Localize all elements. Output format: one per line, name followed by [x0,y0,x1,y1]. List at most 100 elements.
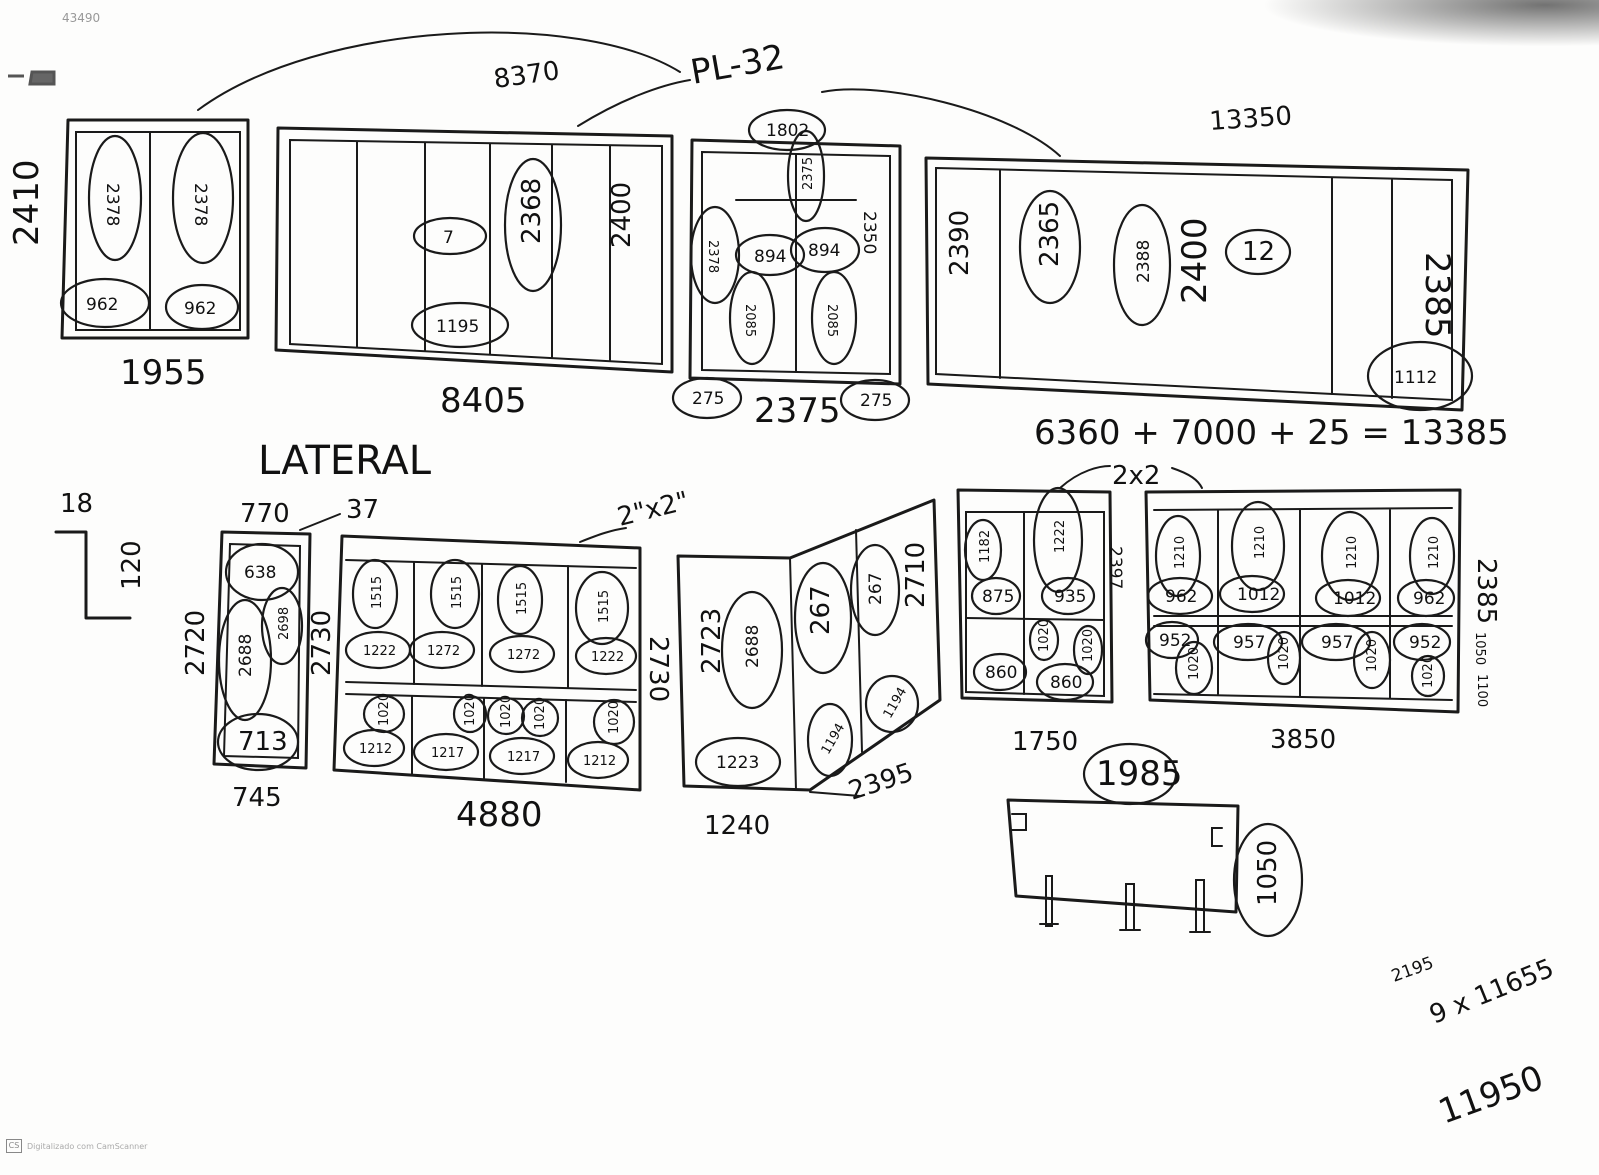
panel-mark: 935 [1054,587,1086,607]
panel-mark: 1223 [716,753,759,773]
panel-mark: 1515 [515,582,530,615]
panel-width: 1750 [1012,727,1078,757]
panel-mark: 875 [982,587,1014,607]
panel-mark: 2378 [102,183,122,226]
panel-width: 4880 [456,795,543,835]
svg-text:120: 120 [117,540,147,590]
top-panel-1: 2378 2378 962 962 2410 1955 [7,118,250,393]
panel-mark: 275 [692,389,724,409]
panel-mark: 2388 [1134,240,1154,283]
panel-mark: 1217 [507,750,540,765]
panel-mark: 1210 [1253,526,1268,559]
panel-mark: 267 [866,573,886,605]
panel-mark: 1020 [463,693,478,726]
panel-width: 1955 [120,353,207,393]
panel-mark: 1272 [507,648,540,663]
calc-b: 9 x 11655 [1425,954,1558,1031]
panel-mark: 2365 [1035,201,1065,267]
panel-mark: 894 [808,241,840,261]
panel-right-height: 2710 [901,542,931,608]
panel-note: 37 [346,495,379,525]
panel-mark: 1020 [1277,637,1292,670]
panel-mark: 957 [1233,633,1265,653]
panel-top-width: 770 [240,499,290,529]
camscanner-icon: CS [6,1139,22,1153]
panel-width: 8405 [440,381,527,421]
section-label: LATERAL [258,438,432,484]
panel-mark: 1020 [1187,647,1202,680]
panel-mark: 957 [1321,633,1353,653]
panel-bottom-small: 1100 [1474,674,1489,707]
panel-mark: 1802 [766,121,809,141]
scan-shadow [1239,0,1599,50]
panel-mark: 1020 [377,693,392,726]
top-panel-2: 7 2368 2400 1195 8405 [274,126,674,421]
panel-mark: 2085 [824,304,839,337]
panel-mark: 2400 [607,182,637,248]
panel-mark: 638 [244,563,276,583]
calc-a: 2195 [1389,953,1436,987]
panel-width: 3850 [1270,725,1336,755]
top-panel-3: 1802 2375 2350 2378 894 894 2085 2085 27… [671,108,911,431]
panel-mark: 1212 [583,754,616,769]
panel-mark: 1195 [436,317,479,337]
panel-mark: 713 [238,727,288,757]
panel-mark: 267 [806,585,836,635]
page-code: 43490 [62,11,100,25]
lateral-panel-d: 1182 1222 875 935 1020 1020 860 860 2x2 … [956,461,1203,757]
panel-mark: 1020 [607,701,622,734]
panel-mark: 2350 [859,211,879,254]
panel-mark: 1012 [1333,589,1376,609]
panel-mark: 7 [443,228,454,248]
panel-mark: 952 [1159,631,1191,651]
svg-text:18: 18 [60,489,93,519]
panel-mark: 952 [1409,633,1441,653]
panel-mark: 1272 [427,644,460,659]
panel-height: 2410 [7,159,47,246]
panel-mark: 1020 [533,697,548,730]
panel-mark: 1210 [1173,536,1188,569]
panel-mark: 2375 [801,157,816,190]
top-panel-4: 2390 2365 2388 2400 12 2385 1112 6360 + … [924,156,1509,453]
top-right-length: 13350 [1208,101,1293,137]
lateral-panel-b: 1515 1515 1515 1515 1222 1222 1272 1272 … [307,486,692,835]
panel-mark: 1020 [499,695,514,728]
panel-height: 2730 [307,610,337,676]
top-length: 8370 [492,56,562,95]
panel-width: 2375 [754,391,841,431]
panel-mark: 1182 [978,530,993,563]
panel-mark: 1020 [1037,619,1052,652]
panel-bottom-width: 1240 [704,811,770,841]
panel-mark: 1515 [450,576,465,609]
grand-total: 11950 [1433,1058,1548,1133]
scanner-text: Digitalizado com CamScanner [27,1141,148,1151]
smudge [8,70,56,86]
panel-mark-height: 2688 [743,625,763,668]
panel-mark: 2085 [742,304,757,337]
panel-mark: 1222 [591,650,624,665]
reference-code: PL-32 [688,37,788,93]
panel-mark: 2698 [277,607,292,640]
panel-mark: 962 [86,295,118,315]
lateral-panel-e: 1210 1210 1210 1210 962 1012 1012 962 95… [1144,488,1501,755]
panel-mark: 1194 [881,685,911,721]
panel-right-small: 1050 [1472,632,1487,665]
panel-mark: 1212 [359,742,392,757]
panel-mark: 1222 [1053,520,1068,553]
panel-right-height: 2730 [643,636,673,702]
panel-mark: 962 [184,299,216,319]
panel-mark: 12 [1242,237,1275,267]
panel-mark: 1020 [1081,629,1096,662]
panel-mark: 2368 [517,178,547,244]
scale-mark: 18 120 [54,489,147,620]
panel-mark: 2378 [705,240,720,273]
panel-mark: 2385 [1417,252,1457,339]
panel-mark: 1020 [1421,655,1436,688]
panel-mark: 2400 [1175,217,1215,304]
panel-height: 2385 [1471,558,1501,624]
panel-mark: 1194 [819,721,849,757]
panel-mark: 1210 [1427,536,1442,569]
panel-mark: 1222 [363,644,396,659]
panel-mark: 1515 [597,590,612,623]
